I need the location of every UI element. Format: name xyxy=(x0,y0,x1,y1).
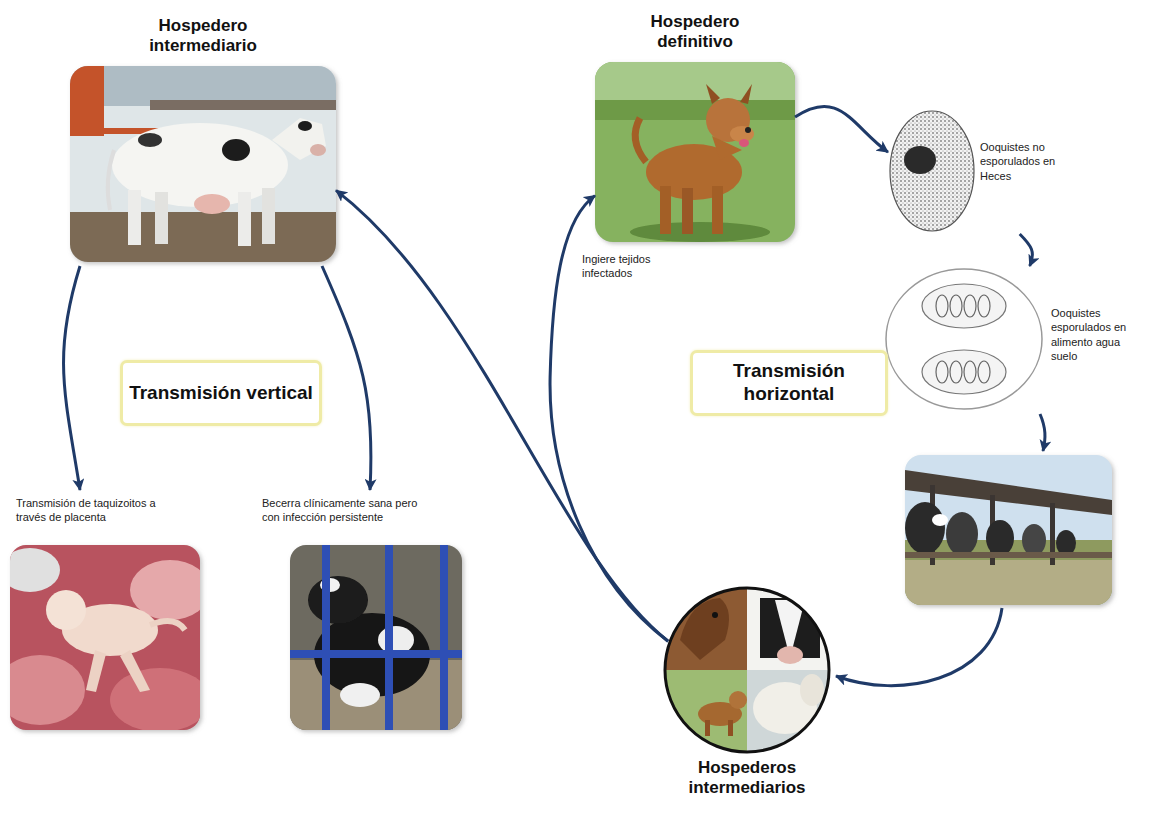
outcome-photo-node: Becerra clínicamente sana pero con infec… xyxy=(258,490,488,735)
hosts-circle-node: Hospederos intermediarios xyxy=(660,586,834,810)
note-text: Ooquistes esporulados en alimento agua s… xyxy=(1051,306,1143,363)
note-text: Becerra clínicamente sana pero con infec… xyxy=(262,496,436,525)
transmission-box: Transmisión vertical xyxy=(120,360,322,426)
note-text: Transmisión de taquizoitos a través de p… xyxy=(16,496,174,525)
host-heading: Hospederos intermediarios xyxy=(677,758,817,799)
unsporulated-oocyst xyxy=(890,111,974,231)
note-text: Ooquistes no esporulados en Heces xyxy=(980,140,1066,183)
cycle-arrow xyxy=(64,266,80,490)
transmission-box: Transmisión horizontal xyxy=(690,350,888,416)
transmission-label: Transmisión vertical xyxy=(129,382,313,405)
cycle-arrow xyxy=(322,266,371,490)
host-heading: Hospedero intermediario xyxy=(133,16,273,57)
cow-photo xyxy=(70,66,336,262)
host-photo-node: Hospedero intermediario xyxy=(70,14,336,266)
outcome-photo-node: Transmisión de taquizoitos a través de p… xyxy=(10,490,240,735)
feeding-cows-photo xyxy=(905,455,1112,605)
arrow-note: Ingiere tejidos infectados xyxy=(582,252,674,281)
transmission-label: Transmisión horizontal xyxy=(693,360,885,406)
host-photo-node: Hospedero definitivo xyxy=(595,10,795,248)
cycle-arrow xyxy=(1020,234,1033,266)
oocyst-node: Ooquistes esporulados en alimento agua s… xyxy=(885,266,1145,412)
cycle-arrow xyxy=(1040,414,1045,451)
cycle-arrow xyxy=(795,106,888,152)
calf-photo xyxy=(290,545,462,730)
sporulated-oocyst xyxy=(886,269,1042,409)
oocyst-node: Ooquistes no esporulados en Heces xyxy=(888,108,1066,234)
aborted-fetus-photo xyxy=(0,545,210,732)
host-heading: Hospedero definitivo xyxy=(630,12,760,53)
hosts-collage xyxy=(665,588,829,752)
cycle-arrow xyxy=(836,608,1002,686)
dog-photo xyxy=(595,62,795,242)
